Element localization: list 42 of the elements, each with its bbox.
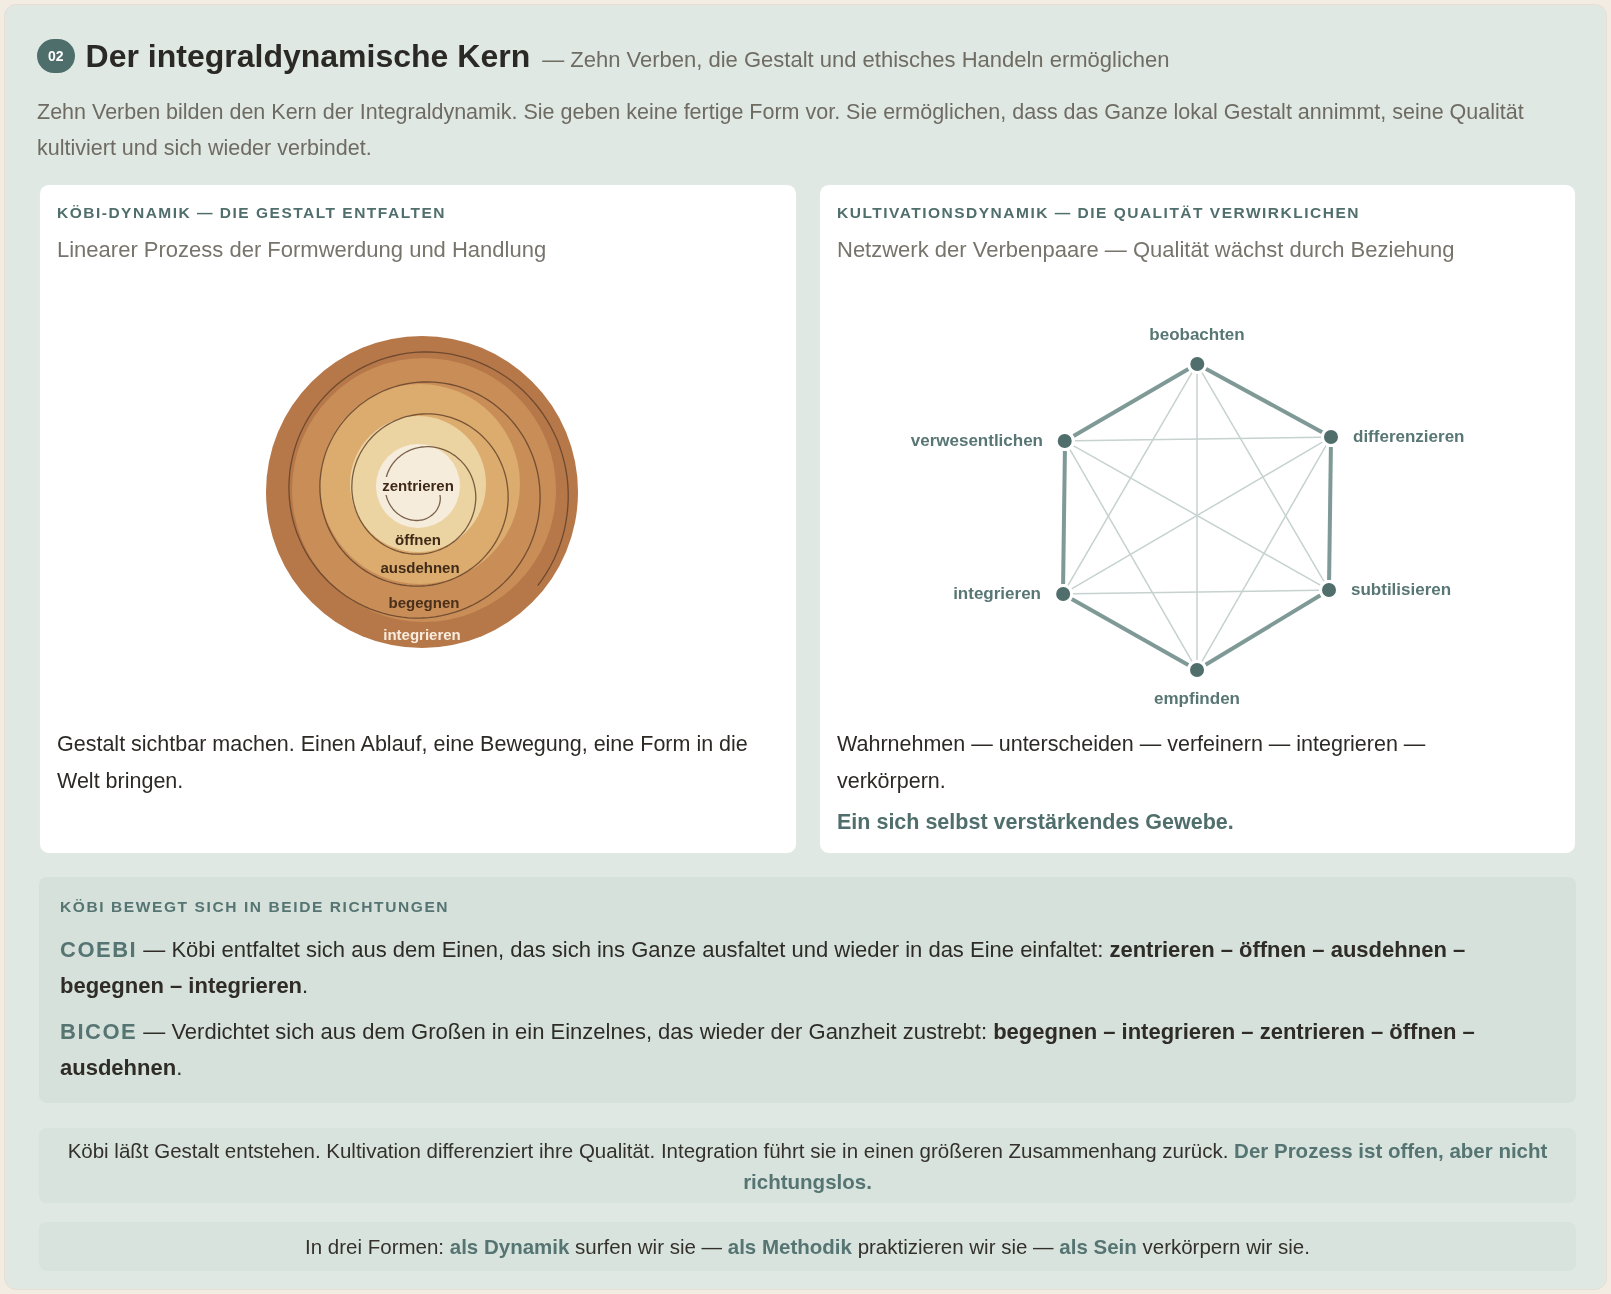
- verb-label: integrieren: [953, 584, 1041, 604]
- summary-text: In drei Formen: als Dynamik surfen wir sie — als Methodik praktizieren wir sie — als Sein verkörpern wir sie.: [305, 1234, 1310, 1260]
- verb-label: differenzieren: [1353, 427, 1465, 447]
- ring-label: integrieren: [383, 626, 461, 644]
- card-heading: KULTIVATIONSDYNAMIK — DIE QUALITÄT VERWIRKLICHEN: [837, 203, 1360, 223]
- verb-label: empfinden: [1154, 689, 1240, 709]
- ring-label: öffnen: [395, 531, 441, 549]
- network-line: [1061, 450, 1067, 585]
- verb-label: verwesentlichen: [910, 431, 1043, 451]
- network-line: [1070, 597, 1190, 667]
- summary-text: Köbi läßt Gestalt entstehen. Kultivation differenziert ihre Qualität. Integration führt sie in einen größeren Zusammenhang zurück. Der Prozess ist offen, aber nicht richtungslos.: [66, 1137, 1549, 1195]
- network-line: [1072, 589, 1320, 595]
- network-line: [1201, 444, 1327, 663]
- network-line: [1204, 367, 1324, 434]
- network-line: [1196, 373, 1198, 661]
- network-line: [1069, 448, 1193, 663]
- emphasis-text: Ein sich selbst verstärkendes Gewebe.: [837, 809, 1234, 836]
- ring-disc: [320, 384, 520, 584]
- card-text: Gestalt sichtbar machen. Einen Ablauf, eine Bewegung, eine Form in die Welt bringen.: [57, 731, 749, 795]
- section-subtitle: — Zehn Verben, die Gestalt und ethisches Handeln ermöglichen: [542, 46, 1170, 74]
- content-card: [39, 184, 797, 854]
- panel-text: COEBI — Köbi entfaltet sich aus dem Einen, das sich ins Ganze ausfaltet und wieder in das Eine einfaltet: zentrieren – öffnen – ausdehnen – begegnen – integrieren.: [60, 936, 1467, 1000]
- intro-text: Zehn Verben bilden den Kern der Integraldynamik. Sie geben keine fertige Form vor. Sie ermöglichen, dass das Ganze lokal Gestalt annimmt, seine Qualität kultiviert und sich wieder verbindet.: [37, 99, 1525, 162]
- network-line: [1072, 367, 1190, 438]
- ring-label: begegnen: [388, 594, 460, 612]
- network-line: [1067, 371, 1193, 587]
- section-number-badge: 02: [37, 39, 75, 73]
- panel-text: BICOE — Verdichtet sich aus dem Großen in ein Einzelnes, das wieder der Ganzheit zustrebt: begegnen – integrieren – zentrieren – öffnen – ausdehnen.: [60, 1018, 1476, 1082]
- verb-label: beobachten: [1149, 325, 1245, 345]
- network-line: [1204, 593, 1322, 667]
- card-subtitle: Linearer Prozess der Formwerdung und Handlung: [57, 236, 547, 264]
- verb-label: subtilisieren: [1351, 580, 1452, 600]
- card-subtitle: Netzwerk der Verbenpaare — Qualität wächst durch Beziehung: [837, 236, 1455, 264]
- network-line: [1074, 436, 1322, 442]
- network-line: [1327, 446, 1333, 581]
- section-title: Der integraldynamische Kern: [85, 37, 531, 76]
- content-card: [819, 184, 1576, 854]
- network-line: [1201, 371, 1325, 583]
- card-heading: KÖBI-DYNAMIK — DIE GESTALT ENTFALTEN: [57, 203, 446, 223]
- card-text: Wahrnehmen — unterscheiden — verfeinern — integrieren — verkörpern.: [837, 731, 1427, 795]
- ring-label: ausdehnen: [380, 559, 460, 577]
- panel-heading: KÖBI BEWEGT SICH IN BEIDE RICHTUNGEN: [60, 897, 450, 917]
